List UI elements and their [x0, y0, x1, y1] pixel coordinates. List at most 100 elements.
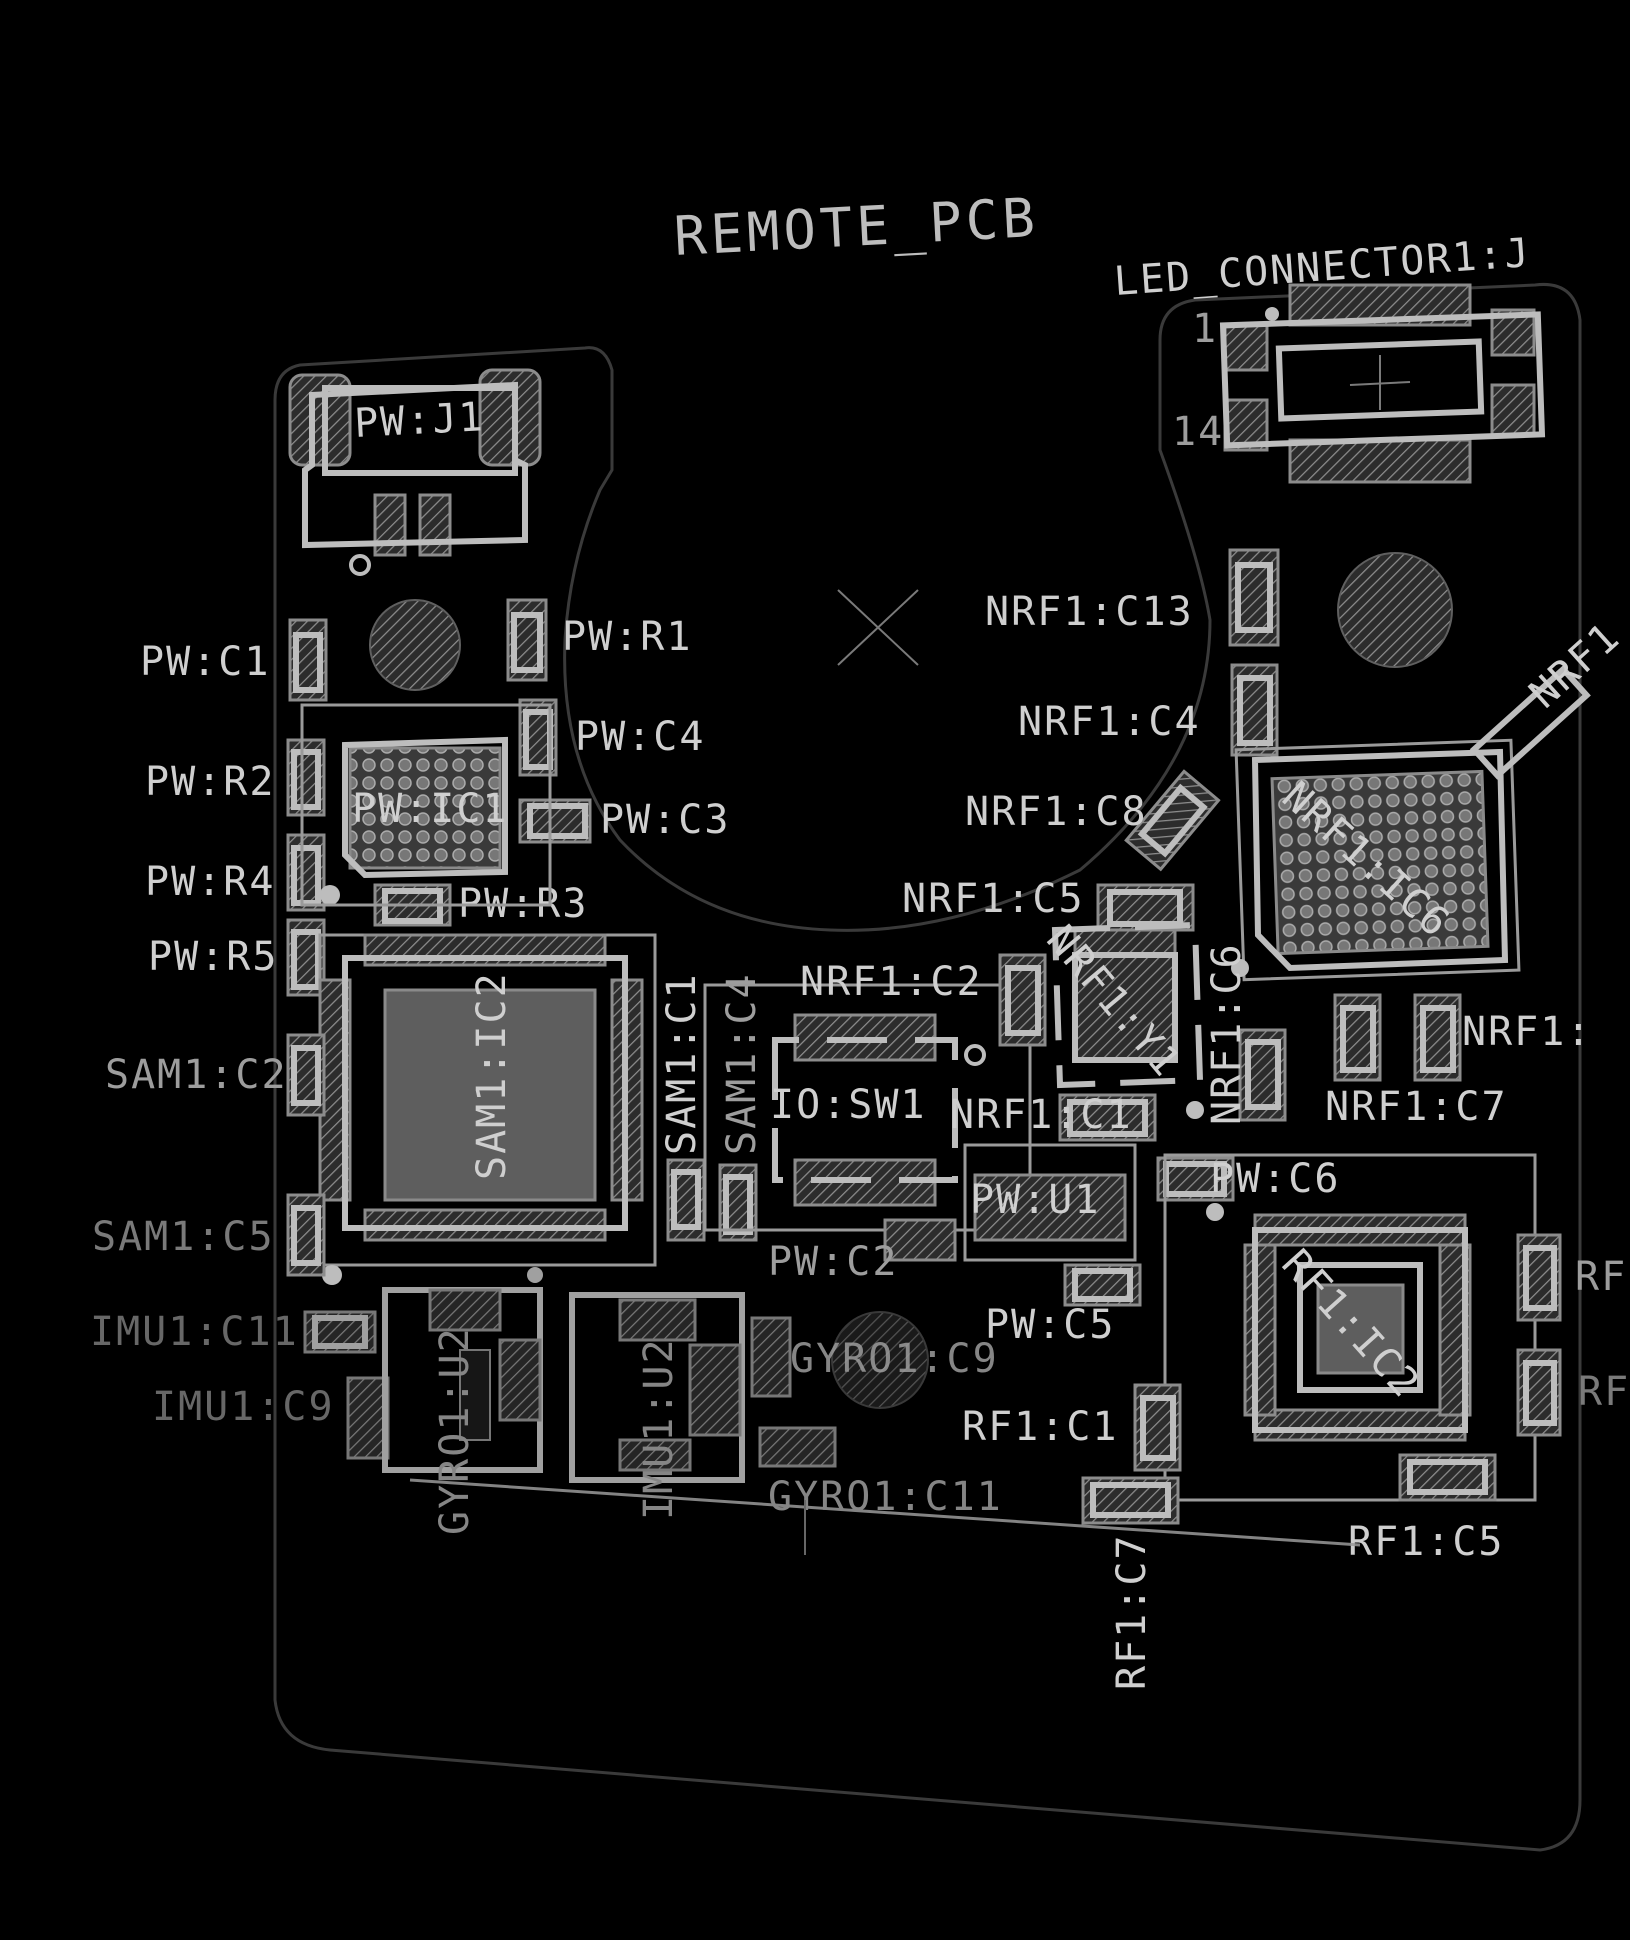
sam1-c4-label: SAM1:C4 [719, 972, 765, 1155]
pw-j1-pad-left [288, 373, 352, 467]
io-sw1-pin1-marker [964, 1044, 986, 1066]
imu1-u2-pads-bottom [618, 1438, 692, 1472]
sam1-c2-body [291, 1045, 321, 1106]
led-connector: LED_CONNECTOR1:J 1 14 [1112, 230, 1546, 484]
pw-u1-label: PW:U1 [970, 1177, 1100, 1223]
pw-ic1-outline [342, 736, 508, 879]
pw-j1-label: PW:J1 [353, 394, 486, 447]
pw-c5-body [1072, 1268, 1133, 1302]
io-sw1-label: IO:SW1 [770, 1082, 927, 1128]
rf1-c5-label: RF1:C5 [1348, 1519, 1505, 1565]
pw-ic1-courtyard [300, 703, 552, 907]
rf1-ic2-body [1316, 1283, 1405, 1375]
pw-u1: PW:U1 PW:C2 PW:C5 PW:C6 [768, 1143, 1340, 1348]
sam1-ic2-label: SAM1:IC2 [469, 971, 515, 1180]
rf1-ic2-dot [1206, 1203, 1224, 1221]
sam1-c1-body [671, 1169, 701, 1230]
nrf1-c1-dot [1186, 1101, 1204, 1119]
sam1-c5-label: SAM1:C5 [92, 1214, 275, 1260]
rf1-c7-body [1090, 1482, 1171, 1518]
pw-r2-label: PW:R2 [145, 759, 275, 805]
mount-hole-right [1337, 552, 1453, 668]
pin-1-marker [1265, 307, 1279, 321]
sam1-c2-label: SAM1:C2 [105, 1052, 288, 1098]
rf1-ic2-inner [1297, 1262, 1423, 1393]
rf1-c1-body [1140, 1395, 1176, 1461]
nrf1-ic6-courtyard [1234, 738, 1521, 982]
imu1-c9-label: IMU1:C9 [152, 1384, 335, 1430]
gyro1-u2-dot [527, 1267, 543, 1283]
pw-c6-label: PW:C6 [1210, 1156, 1340, 1202]
nrf1-c7a-body [1340, 1005, 1376, 1073]
mount-hole-bottom [831, 1311, 929, 1409]
sam1-ic2: SAM1:IC2 [318, 933, 657, 1285]
imu1-u2-pads-top [618, 1298, 697, 1342]
io-sw1-courtyard [703, 983, 1032, 1232]
nrf1-y1-dot [1231, 959, 1249, 977]
rf-right-2-label: RF [1578, 1369, 1630, 1415]
nrf1-c2-body [1005, 965, 1041, 1036]
rf-right-2-body [1523, 1360, 1557, 1426]
rf1-c5-body [1407, 1459, 1488, 1495]
connector-outline [1219, 311, 1546, 449]
center-cross-b [837, 589, 919, 666]
pw-r5-label: PW:R5 [148, 934, 278, 980]
nrf1-y1-outline [1051, 921, 1204, 1089]
nrf1-c2-label: NRF1:C2 [800, 959, 983, 1005]
pw-c4-label: PW:C4 [575, 714, 705, 760]
nrf1-c13-label: NRF1:C13 [985, 589, 1194, 635]
gyro1-u2-pads-side [498, 1338, 542, 1422]
pw-c5-label: PW:C5 [985, 1302, 1115, 1348]
pw-r1-label: PW:R1 [562, 614, 692, 660]
imu1-c11-body [312, 1315, 368, 1349]
imu-gyro-section: IMU1:C11 IMU1:C9 GYRO1:U2 IMU1:U2 GYRO1:… [90, 1267, 1361, 1555]
nrf1-ic6-ballgrid [1270, 769, 1490, 956]
nrf1-c1-body [1067, 1099, 1148, 1137]
sam1-ic2-dot [322, 1265, 342, 1285]
sam1-passives: SAM1:C2 SAM1:C5 SAM1:C1 SAM1:C4 [92, 972, 765, 1277]
gyro1-c9-label: GYRO1:C9 [790, 1336, 999, 1382]
nrf1-antenna-comp [1469, 664, 1591, 780]
pw-c2-label: PW:C2 [768, 1239, 898, 1285]
nrf1-c7b-body [1420, 1005, 1456, 1073]
pw-j1-pad-mid-2 [418, 493, 452, 557]
nrf1-c5-label: NRF1:C5 [902, 876, 1085, 922]
nrf1-right-label: NRF1: [1462, 1009, 1592, 1055]
sam1-c1-label: SAM1:C1 [659, 972, 705, 1155]
imu1-c11-label: IMU1:C11 [90, 1309, 299, 1355]
pw-r1-body [511, 612, 543, 673]
pw-passives: PW:C1 PW:R1 PW:C4 PW:R2 PW:C3 PW:R4 PW:R… [140, 598, 730, 997]
pw-c1-body [293, 632, 323, 693]
nrf1-c8-label: NRF1:C8 [965, 789, 1148, 835]
pw-j1-inner [322, 385, 518, 476]
io-sw1: IO:SW1 [703, 983, 1032, 1232]
gyro1-c11-label: GYRO1:C11 [768, 1474, 1003, 1520]
imu1-u2-outline [569, 1292, 745, 1483]
pw-r4-body [291, 845, 321, 906]
pw-c3-body [527, 803, 588, 839]
pw-r4-label: PW:R4 [145, 859, 275, 905]
rf1-ic2-outline [1252, 1227, 1468, 1433]
connector-side-pad-br [1490, 383, 1536, 437]
pw-c2-pad [883, 1218, 957, 1262]
nrf1-ic6-outline [1251, 748, 1509, 972]
pw-c1-label: PW:C1 [140, 639, 270, 685]
pw-j1-pad-right [478, 368, 542, 467]
sam1-c5-body [291, 1205, 321, 1266]
pw-ic1-ballgrid [348, 746, 502, 870]
rf1-c1-label: RF1:C1 [962, 1404, 1119, 1450]
rf1-ic2-courtyard [1163, 1153, 1537, 1502]
imu1-u2-label: IMU1:U2 [636, 1337, 682, 1520]
rf1-ic2-pads-left [1243, 1243, 1277, 1417]
nrf1-c4-label: NRF1:C4 [1018, 699, 1201, 745]
io-sw1-outline [772, 1037, 958, 1183]
connector-pad-row-bottom [1288, 438, 1472, 484]
nrf1-c13-body [1235, 562, 1273, 633]
sam1-c4-body [723, 1174, 753, 1235]
rf1-ic2-pads-bottom [1253, 1408, 1467, 1442]
pw-ic1-label: PW:IC1 [352, 786, 509, 832]
mount-hole-left [369, 599, 461, 691]
board-outline [273, 282, 1582, 1852]
pw-c3-label: PW:C3 [600, 797, 730, 843]
